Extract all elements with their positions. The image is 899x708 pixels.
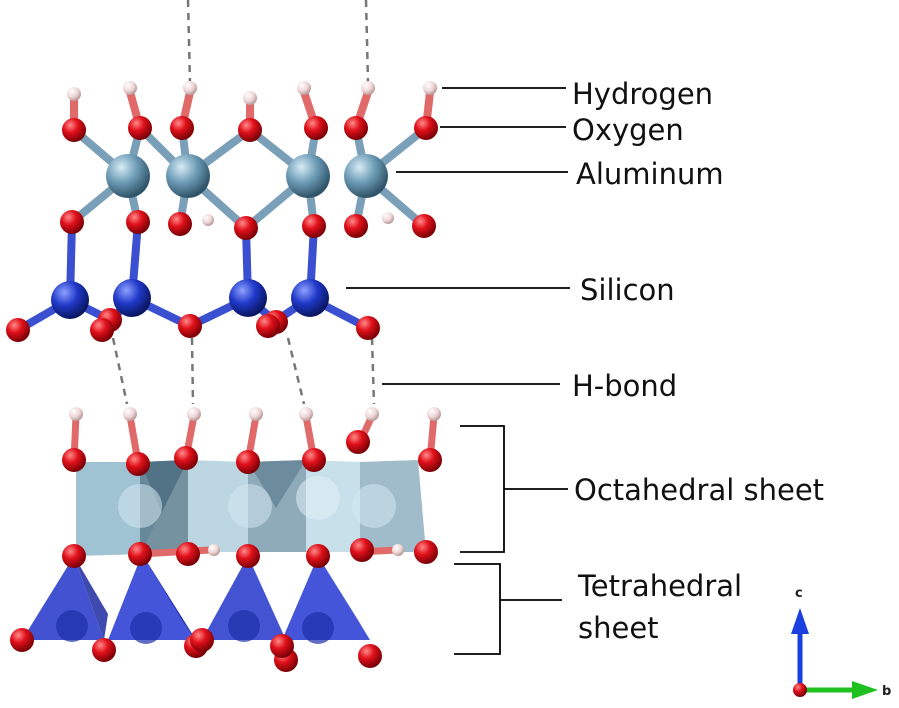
crystal-axes: c b [791,586,891,699]
tetrahedral-sheet-label-line2: sheet [578,611,659,645]
axis-c-arrowhead [791,608,809,634]
octahedral-sheet-label: Octahedral sheet [574,473,824,507]
axis-c-label: c [795,586,803,601]
top-layer-atoms [6,81,438,342]
hydrogen-label: Hydrogen [572,77,713,111]
oxygen-label: Oxygen [572,113,684,147]
hbond-lines [111,0,376,405]
tetrahedral-sheet-label-line1: Tetrahedral [577,569,742,603]
axis-b-label: b [882,684,891,699]
silicon-label: Silicon [580,273,675,307]
bottom-layer-atoms [10,407,442,672]
axis-b-arrowhead [852,681,878,699]
hbond-label: H-bond [572,369,677,403]
tetrahedral-sheet-polyhedra [22,554,370,644]
label-leaders [346,87,570,655]
axis-origin [793,683,807,697]
aluminum-label: Aluminum [576,157,724,191]
octahedral-sheet-polyhedra [76,460,426,556]
